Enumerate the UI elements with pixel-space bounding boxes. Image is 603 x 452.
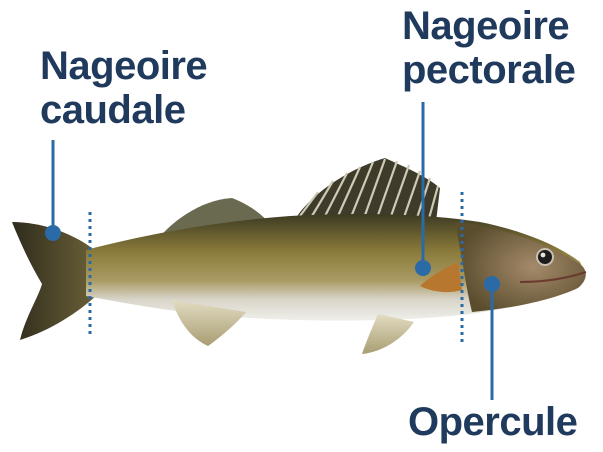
- label-pectorale-line1: Nageoire: [402, 4, 575, 48]
- label-caudale-line2: caudale: [40, 88, 207, 132]
- eye-icon: [537, 249, 553, 265]
- label-nageoire-pectorale: Nageoire pectorale: [402, 4, 575, 92]
- pectorale-marker-dot: [415, 260, 431, 276]
- opercule-marker-dot: [484, 276, 500, 292]
- dorsal-fin-spiny: [296, 158, 440, 222]
- label-opercule: Opercule: [408, 400, 577, 444]
- eye-highlight: [541, 253, 546, 258]
- label-caudale-line1: Nageoire: [40, 44, 207, 88]
- label-nageoire-caudale: Nageoire caudale: [40, 44, 207, 132]
- label-pectorale-line2: pectorale: [402, 48, 575, 92]
- caudale-marker-dot: [45, 225, 61, 241]
